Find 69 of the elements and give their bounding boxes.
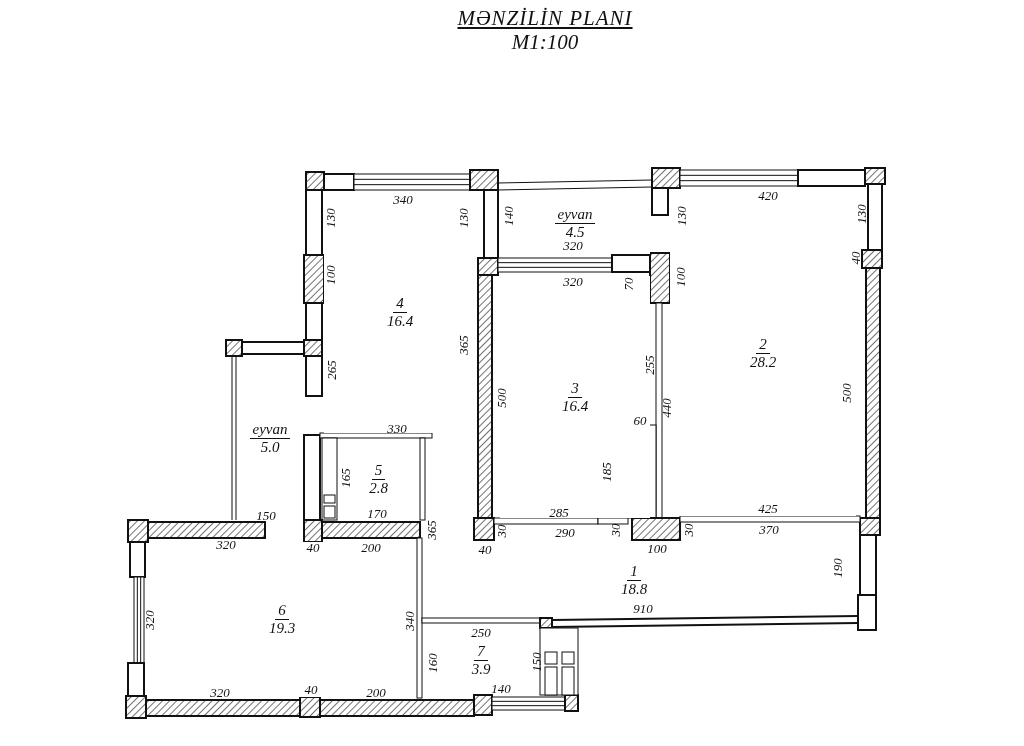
dimension-label: 40 [478,543,492,557]
dimension-label: 255 [643,355,657,375]
dimension-label: 140 [502,206,516,226]
room-name: eyvan [249,420,291,439]
dimension-label: 170 [367,507,387,521]
dimension-label: 290 [555,526,575,540]
dimension-label: 150 [256,509,276,523]
dimension-label: 910 [633,602,653,616]
dimension-label: 130 [457,208,471,228]
dimension-label: 30 [682,523,696,537]
dimension-label: 40 [304,683,318,697]
room-area-value: 28.2 [748,353,778,371]
room-name: eyvan [554,205,596,224]
room-name: 3 [568,379,582,398]
room-name: 6 [275,602,289,620]
dimension-label: 200 [366,686,386,700]
room-area-value: 5.0 [259,438,281,456]
plan-title: MƏNZİLİN PLANI [457,6,633,31]
dimension-label: 165 [339,468,353,488]
room-area-value: 19.3 [267,620,297,637]
dimension-label: 365 [457,335,471,355]
dimension-label: 160 [426,653,440,673]
dimension-label: 420 [758,189,778,203]
dimension-label: 100 [647,542,667,556]
dimension-label: 320 [210,686,230,700]
room-name: 2 [756,335,770,354]
dimension-label: 130 [675,206,689,226]
room-area-value: 4.5 [564,223,586,241]
dimension-label: 30 [495,524,509,538]
room-area-value: 18.8 [619,580,649,598]
dimension-label: 30 [609,523,623,537]
dimension-label: 150 [530,652,544,672]
dimension-label: 340 [403,611,417,631]
dimension-label: 340 [393,193,413,207]
dimension-label: 130 [324,208,338,228]
scale-text: M1:100 [511,35,579,49]
room-name: 4 [393,295,407,313]
dimension-label: 40 [306,541,320,555]
dimension-label: 185 [600,462,614,482]
dimension-label: 330 [387,422,407,436]
dimension-label: 250 [471,626,491,640]
room-area-value: 16.4 [385,313,415,330]
room-name: 5 [371,461,386,480]
dimension-label: 285 [549,506,569,520]
dimension-label: 190 [831,558,845,578]
dimension-label: 320 [216,538,236,552]
dimension-label: 500 [840,383,854,403]
dimension-label: 100 [674,267,688,287]
dimension-label: 365 [425,520,439,540]
room-name: 1 [627,562,641,581]
dimension-label: 70 [622,277,636,291]
dimension-label: 370 [759,523,779,537]
dimension-label: 425 [758,502,778,516]
dimension-label: 320 [143,610,157,630]
dimension-label: 265 [325,360,339,380]
dimension-label: 60 [633,414,647,428]
dimension-label: 130 [855,204,869,224]
dimension-label: 100 [324,265,338,285]
dimension-label: 500 [495,388,509,408]
dimension-label: 440 [660,398,674,418]
dimension-label: 200 [361,541,381,555]
room-area-value: 3.9 [470,660,492,678]
room-area-value: 16.4 [560,397,590,415]
room-area-value: 2.8 [368,479,389,497]
dimension-label: 140 [491,682,511,696]
dimension-label: 40 [849,251,863,265]
dimension-label: 320 [563,239,583,253]
dimension-label: 320 [563,275,583,289]
room-name: 7 [474,642,488,661]
